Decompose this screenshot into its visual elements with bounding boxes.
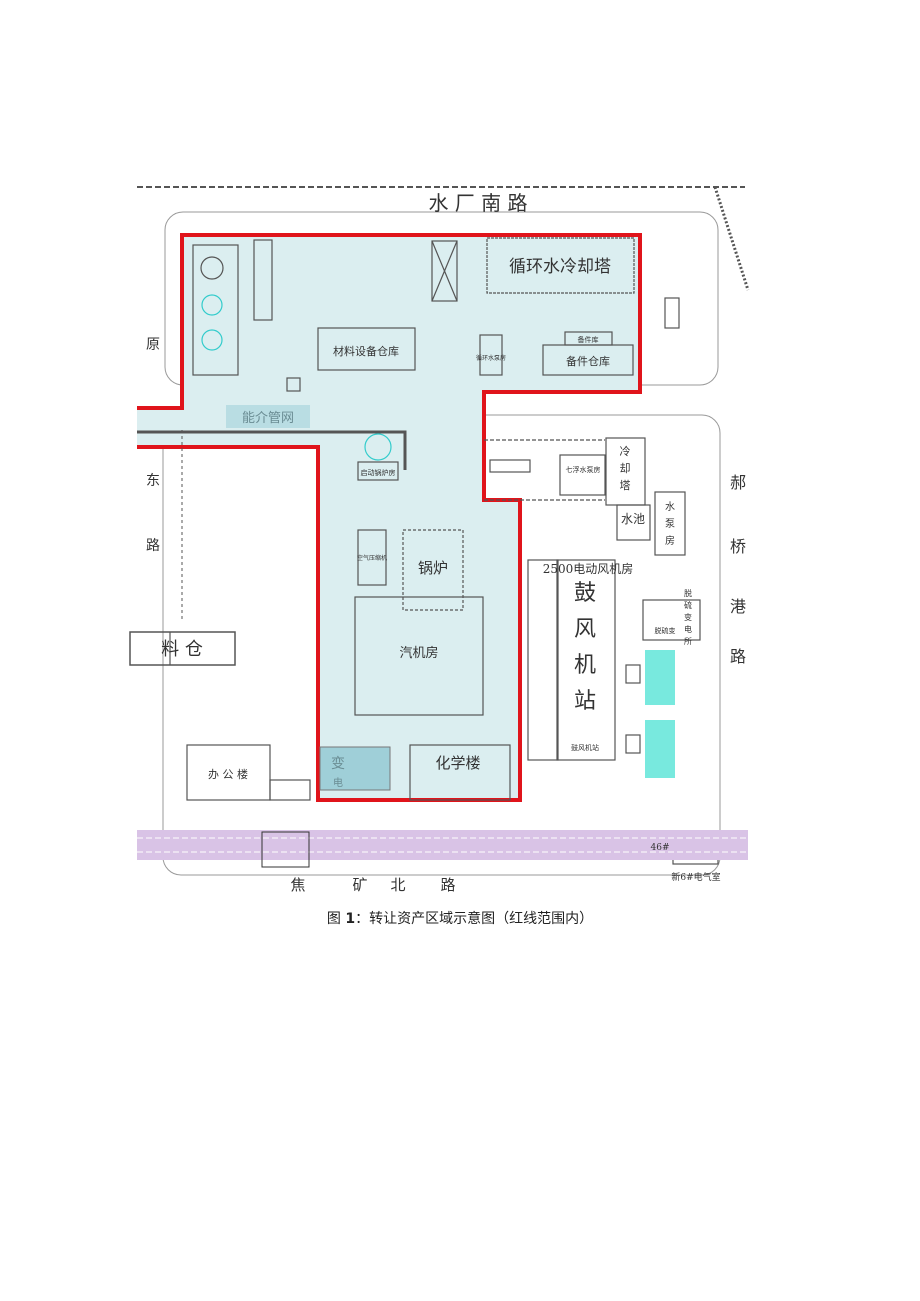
boiler-label: 锅炉 bbox=[418, 559, 448, 577]
rail-number-label: 46# bbox=[651, 843, 670, 853]
air-compressor-label: 空气压缩机 bbox=[357, 554, 387, 562]
chem-building bbox=[409, 744, 511, 801]
rail-line bbox=[713, 186, 750, 291]
electrical-room-label: 新6#电气室 bbox=[671, 871, 720, 883]
material-warehouse-building bbox=[317, 327, 416, 371]
south-road-char: 北 bbox=[390, 876, 405, 894]
chem-building-label: 化学楼 bbox=[435, 754, 480, 772]
east-road-char: 桥 bbox=[730, 537, 746, 556]
west-road-char: 原 bbox=[146, 337, 160, 353]
spare-store-label: 备件库 bbox=[578, 335, 599, 344]
red-boundary-line bbox=[137, 233, 642, 802]
substation-building bbox=[319, 746, 391, 791]
pipe-network-line bbox=[137, 430, 407, 470]
figure-caption: 图 1：转让资产区域示意图（红线范围内） bbox=[0, 908, 920, 928]
small-box bbox=[286, 377, 301, 392]
south-road-char: 矿 bbox=[352, 876, 367, 894]
cooling-tower-2-char: 却 bbox=[620, 462, 631, 475]
gate-house bbox=[664, 297, 680, 329]
rail-structure bbox=[261, 831, 310, 868]
pump-house-building bbox=[479, 334, 503, 376]
qifu-pump-building bbox=[559, 454, 606, 496]
cooling-tower-building bbox=[486, 237, 635, 294]
south-road-char: 路 bbox=[440, 876, 455, 894]
east-road-char: 港 bbox=[730, 597, 746, 616]
west-road-char: 路 bbox=[146, 538, 160, 554]
tank bbox=[201, 294, 223, 316]
cooling-tower-2-char: 塔 bbox=[620, 479, 631, 492]
east-road-char: 路 bbox=[730, 647, 746, 666]
material-warehouse-label: 材料设备仓库 bbox=[333, 344, 399, 358]
blower-annex bbox=[527, 559, 559, 761]
south-road-char: 焦 bbox=[290, 876, 305, 894]
desulf-sub-char: 电 bbox=[684, 624, 692, 634]
rail-band bbox=[137, 830, 748, 860]
material-bin-label: 料 仓 bbox=[161, 639, 203, 660]
pump-house-char: 泵 bbox=[665, 518, 675, 530]
transfer-area-fill bbox=[137, 235, 640, 800]
blower-station-small-label: 鼓风机站 bbox=[571, 743, 599, 752]
desulf-sub-char: 硫 bbox=[684, 600, 692, 610]
pool-label: 水池 bbox=[621, 512, 645, 526]
crossed-structure bbox=[431, 240, 458, 302]
pump-house-label: 循环水泵房 bbox=[476, 354, 506, 362]
substation-char: 变 bbox=[331, 756, 345, 772]
spare-warehouse-building bbox=[542, 344, 634, 376]
cooling-tower-label: 循环水冷却塔 bbox=[509, 257, 611, 277]
desulf-substation-building bbox=[642, 599, 701, 641]
small-structure bbox=[489, 459, 531, 473]
pipe-network-label: 能介管网 bbox=[242, 411, 294, 426]
north-road-label: 水 厂 南 路 bbox=[428, 191, 527, 215]
cyan-pool bbox=[645, 650, 675, 705]
motor-blower-label: 2500电动风机房 bbox=[543, 561, 634, 576]
air-compressor-building bbox=[357, 529, 387, 586]
desulf-sub-char: 所 bbox=[684, 636, 692, 646]
desulf-label: 脱硫变 bbox=[655, 626, 676, 635]
tank bbox=[200, 256, 224, 280]
office-label: 办 公 楼 bbox=[208, 767, 248, 781]
blower-station-char: 鼓 bbox=[574, 581, 596, 606]
turbine-house-building bbox=[354, 596, 484, 716]
pump-house-2-building bbox=[654, 491, 686, 556]
pump-house-char: 水 bbox=[665, 501, 675, 513]
boiler-building bbox=[402, 529, 464, 611]
round-structure bbox=[364, 433, 392, 461]
pump-house-char: 房 bbox=[665, 534, 675, 547]
turbine-house-label: 汽机房 bbox=[399, 645, 438, 661]
blower-station-building bbox=[556, 559, 616, 761]
small-building bbox=[269, 779, 311, 801]
material-bin-building bbox=[129, 631, 236, 666]
startup-boiler-building bbox=[357, 461, 399, 481]
tank bbox=[201, 329, 223, 351]
equipment bbox=[625, 664, 641, 684]
blower-station-char: 站 bbox=[574, 689, 596, 714]
caption-text: ：转让资产区域示意图（红线范围内） bbox=[355, 911, 594, 927]
pool-building bbox=[616, 504, 651, 541]
desulf-sub-char: 脱 bbox=[684, 588, 692, 598]
west-road-char: 东 bbox=[146, 473, 160, 489]
startup-boiler-label: 启动锅炉房 bbox=[361, 468, 396, 477]
desulf-sub-char: 变 bbox=[684, 612, 692, 622]
blower-station-char: 机 bbox=[574, 653, 596, 678]
blower-station-char: 风 bbox=[574, 617, 596, 642]
office-building bbox=[186, 744, 271, 801]
pipe-network-label-box bbox=[226, 405, 310, 428]
oil-pump-house bbox=[253, 239, 273, 321]
caption-prefix: 图 bbox=[326, 911, 346, 927]
substation-char: 电 bbox=[333, 776, 343, 789]
cyan-pool bbox=[645, 720, 675, 778]
equipment bbox=[625, 734, 641, 754]
qifu-pump-label: 七浮水泵房 bbox=[566, 465, 601, 474]
cooling-tower-2-char: 冷 bbox=[620, 445, 631, 458]
spare-warehouse-label: 备件仓库 bbox=[566, 354, 610, 368]
caption-number: 1 bbox=[345, 911, 356, 927]
east-road-char: 郝 bbox=[730, 473, 746, 492]
tank-area bbox=[192, 244, 239, 376]
